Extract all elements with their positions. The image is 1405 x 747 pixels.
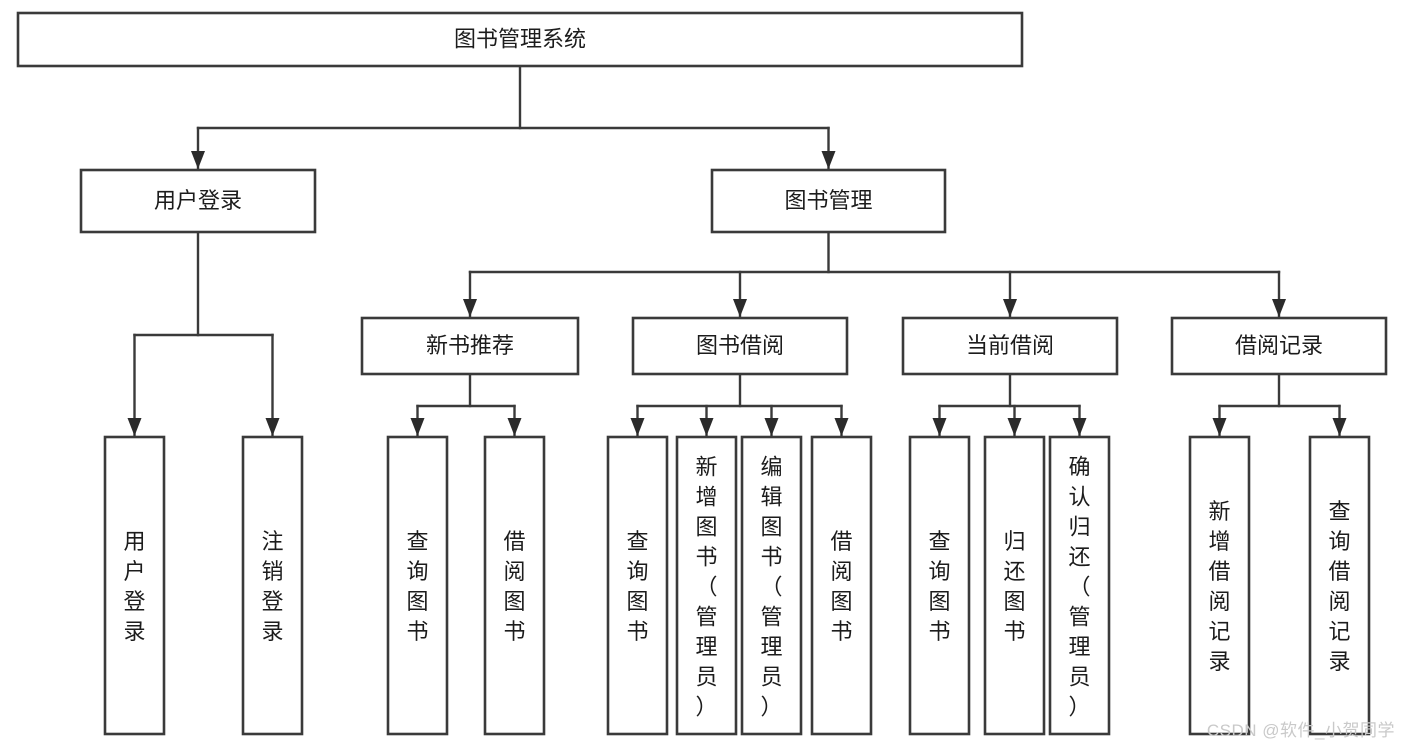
connector-arrowhead xyxy=(699,418,714,436)
node-leaf-0[interactable]: 用户登录 xyxy=(103,435,166,736)
node-label: 注销登录 xyxy=(261,529,283,644)
connector-arrowhead xyxy=(630,418,645,436)
csdn-watermark: CSDN @软件_小贺同学 xyxy=(1206,721,1395,740)
connector-arrowhead xyxy=(1272,299,1286,317)
node-label: 当前借阅 xyxy=(966,333,1054,358)
node-leaf-5[interactable]: 新增图书（管理员） xyxy=(675,435,738,736)
node-level2-1[interactable]: 图书管理 xyxy=(710,168,947,234)
node-level3-2[interactable]: 当前借阅 xyxy=(901,316,1119,376)
node-label: 查询借阅记录 xyxy=(1328,499,1350,674)
connector-arrowhead xyxy=(1332,418,1347,436)
node-label: 新书推荐 xyxy=(426,333,514,358)
node-label: 查询图书 xyxy=(626,529,648,644)
node-label: 借阅图书 xyxy=(830,529,852,644)
node-level2-0[interactable]: 用户登录 xyxy=(79,168,317,234)
connector-arrowhead xyxy=(1072,418,1087,436)
node-leaf-7[interactable]: 借阅图书 xyxy=(810,435,873,736)
node-level3-0[interactable]: 新书推荐 xyxy=(360,316,580,376)
node-leaf-10[interactable]: 确认归还（管理员） xyxy=(1048,435,1111,736)
node-label: 用户登录 xyxy=(123,529,145,644)
node-label: 借阅图书 xyxy=(503,529,525,644)
node-leaf-11[interactable]: 新增借阅记录 xyxy=(1188,435,1251,736)
node-label: 确认归还（管理员） xyxy=(1068,454,1090,719)
connector-arrowhead xyxy=(733,299,747,317)
connector-arrowhead xyxy=(463,299,477,317)
node-label: 图书借阅 xyxy=(696,333,784,358)
node-label: 借阅记录 xyxy=(1235,333,1323,358)
node-leaf-4[interactable]: 查询图书 xyxy=(606,435,669,736)
node-leaf-8[interactable]: 查询图书 xyxy=(908,435,971,736)
connector-arrowhead xyxy=(834,418,849,436)
connector-arrowhead xyxy=(821,151,836,169)
node-leaf-9[interactable]: 归还图书 xyxy=(983,435,1046,736)
node-label: 新增借阅记录 xyxy=(1208,499,1230,674)
connectors-layer xyxy=(127,64,1347,437)
connector-arrowhead xyxy=(932,418,947,436)
node-level3-3[interactable]: 借阅记录 xyxy=(1170,316,1388,376)
node-label: 图书管理 xyxy=(784,188,872,213)
connector-arrowhead xyxy=(507,418,522,436)
node-leaf-12[interactable]: 查询借阅记录 xyxy=(1308,435,1371,736)
nodes-layer: 图书管理系统用户登录图书管理新书推荐图书借阅当前借阅借阅记录用户登录注销登录查询… xyxy=(16,11,1388,736)
connector-arrowhead xyxy=(1007,418,1022,436)
connector-arrowhead xyxy=(1212,418,1227,436)
connector-arrowhead xyxy=(191,151,205,169)
connector-arrowhead xyxy=(265,418,280,436)
node-label: 查询图书 xyxy=(928,529,950,644)
node-label: 新增图书（管理员） xyxy=(695,454,717,719)
node-leaf-1[interactable]: 注销登录 xyxy=(241,435,304,736)
node-leaf-3[interactable]: 借阅图书 xyxy=(483,435,546,736)
node-level3-1[interactable]: 图书借阅 xyxy=(631,316,849,376)
connector-arrowhead xyxy=(1003,299,1017,317)
node-label: 编辑图书（管理员） xyxy=(760,454,782,719)
connector-arrowhead xyxy=(127,418,142,436)
node-label: 用户登录 xyxy=(154,188,242,213)
node-root-system[interactable]: 图书管理系统 xyxy=(16,11,1024,68)
node-leaf-2[interactable]: 查询图书 xyxy=(386,435,449,736)
node-label: 图书管理系统 xyxy=(454,26,586,51)
connector-arrowhead xyxy=(764,418,779,436)
node-label: 归还图书 xyxy=(1003,529,1025,644)
node-label: 查询图书 xyxy=(406,529,428,644)
node-leaf-6[interactable]: 编辑图书（管理员） xyxy=(740,435,803,736)
connector-arrowhead xyxy=(410,418,425,436)
